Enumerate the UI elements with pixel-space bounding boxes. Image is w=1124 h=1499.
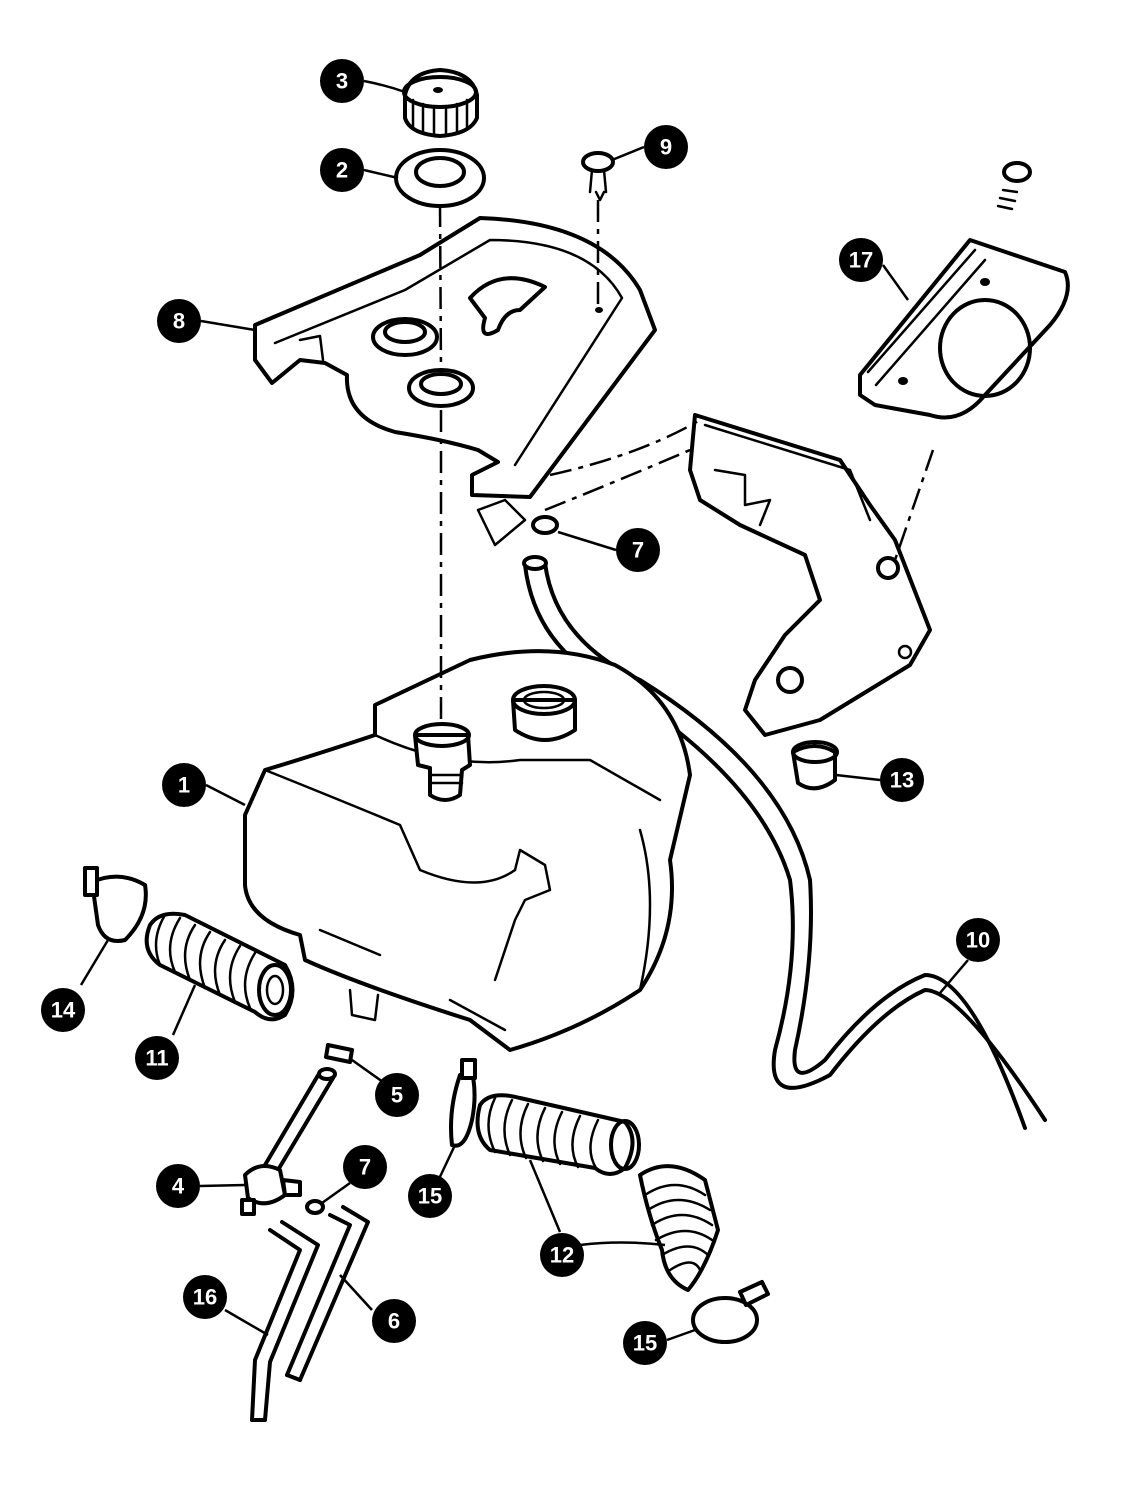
callout-11: 11: [135, 1036, 179, 1080]
svg-text:5: 5: [391, 1083, 403, 1108]
svg-text:8: 8: [173, 309, 185, 334]
callout-6: 6: [372, 1299, 416, 1343]
hose-clamp-15b: [691, 1280, 770, 1344]
callout-15-right: 15: [623, 1321, 667, 1365]
callout-12: 12: [540, 1233, 584, 1277]
svg-text:4: 4: [172, 1174, 185, 1199]
callout-4: 4: [156, 1164, 200, 1208]
svg-text:17: 17: [849, 248, 873, 273]
hose-clamp-left: [83, 866, 148, 943]
handle-bracket: [858, 161, 1070, 420]
corrugated-sleeve-curved: [638, 1164, 720, 1292]
svg-text:10: 10: [966, 928, 990, 953]
svg-text:1: 1: [178, 773, 190, 798]
callout-13: 13: [880, 758, 924, 802]
svg-text:7: 7: [632, 538, 644, 563]
bushing: [791, 740, 839, 791]
leader-lines: [79, 79, 969, 1342]
tank-port: [511, 684, 577, 742]
hose-clamp-15a: [449, 1058, 477, 1148]
o-ring-bottom: [305, 1199, 325, 1215]
svg-text:9: 9: [660, 135, 672, 160]
frame-bracket: [476, 413, 932, 737]
svg-text:14: 14: [51, 998, 76, 1023]
callout-2: 2: [320, 148, 364, 192]
fuel-filter: [324, 1043, 354, 1064]
callout-14: 14: [41, 988, 85, 1032]
svg-text:7: 7: [359, 1155, 371, 1180]
corrugated-sleeve-straight: [475, 1093, 641, 1176]
svg-text:11: 11: [145, 1046, 168, 1071]
svg-text:13: 13: [890, 768, 914, 793]
grommet-plug: [581, 151, 615, 202]
callout-10: 10: [956, 918, 1000, 962]
o-ring-top: [531, 515, 559, 535]
callout-5: 5: [375, 1073, 419, 1117]
bracket-screw: [996, 161, 1032, 211]
fuel-valve: [240, 1067, 337, 1216]
fuel-hose-long: [250, 1220, 320, 1422]
fuel-cap: [402, 68, 479, 138]
callout-7-bottom: 7: [343, 1145, 387, 1189]
callout-3: 3: [320, 59, 364, 103]
filler-neck: [413, 722, 472, 802]
callout-8: 8: [157, 299, 201, 343]
tank-cover: [253, 216, 657, 499]
callout-16: 16: [183, 1275, 227, 1319]
svg-text:2: 2: [336, 158, 348, 183]
svg-text:16: 16: [193, 1285, 217, 1310]
callout-17: 17: [839, 238, 883, 282]
svg-text:3: 3: [336, 69, 348, 94]
callout-9: 9: [644, 125, 688, 169]
svg-text:15: 15: [633, 1331, 657, 1356]
svg-text:15: 15: [418, 1184, 442, 1209]
fuel-hose-short: [285, 1205, 370, 1382]
corrugated-boot: [144, 911, 295, 1022]
svg-text:6: 6: [388, 1309, 400, 1334]
callout-15-left: 15: [408, 1174, 452, 1218]
callout-7-top: 7: [616, 528, 660, 572]
svg-text:12: 12: [550, 1243, 574, 1268]
callout-1: 1: [162, 763, 206, 807]
fuel-tank: [243, 649, 692, 1052]
cap-gasket: [394, 148, 486, 208]
